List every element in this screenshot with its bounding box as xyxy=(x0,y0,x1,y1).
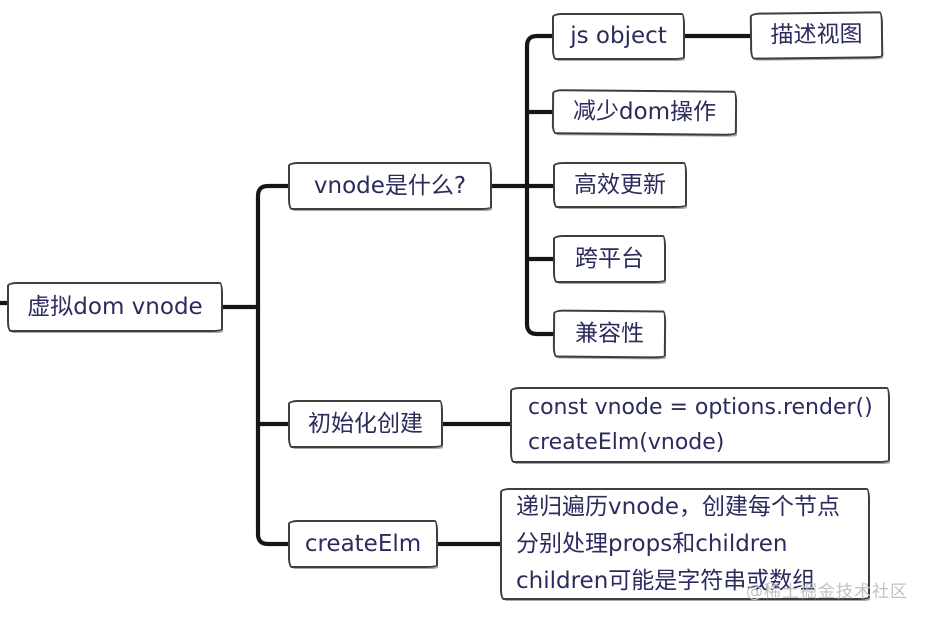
node-init-create: 初始化创建 xyxy=(288,400,443,448)
node-createelm-detail: 递归遍历vnode，创建每个节点 分别处理props和children chil… xyxy=(500,488,870,600)
node-render-code: const vnode = options.render() createElm… xyxy=(510,387,890,463)
node-root-virtual-dom-vnode: 虚拟dom vnode xyxy=(7,282,223,332)
node-efficient-update: 高效更新 xyxy=(553,162,687,208)
connector-trunk1 xyxy=(255,183,295,547)
node-reduce-dom-operations: 减少dom操作 xyxy=(551,89,738,136)
node-compatibility: 兼容性 xyxy=(552,309,667,359)
watermark-text: @稀土掘金技术社区 xyxy=(746,582,908,602)
node-describe-view: 描述视图 xyxy=(749,11,884,60)
connector-trunk2 xyxy=(524,33,559,337)
node-js-object: js object xyxy=(552,13,685,60)
node-cross-platform: 跨平台 xyxy=(553,235,666,283)
node-createelm: createElm xyxy=(288,520,438,568)
node-what-is-vnode: vnode是什么? xyxy=(288,162,492,210)
